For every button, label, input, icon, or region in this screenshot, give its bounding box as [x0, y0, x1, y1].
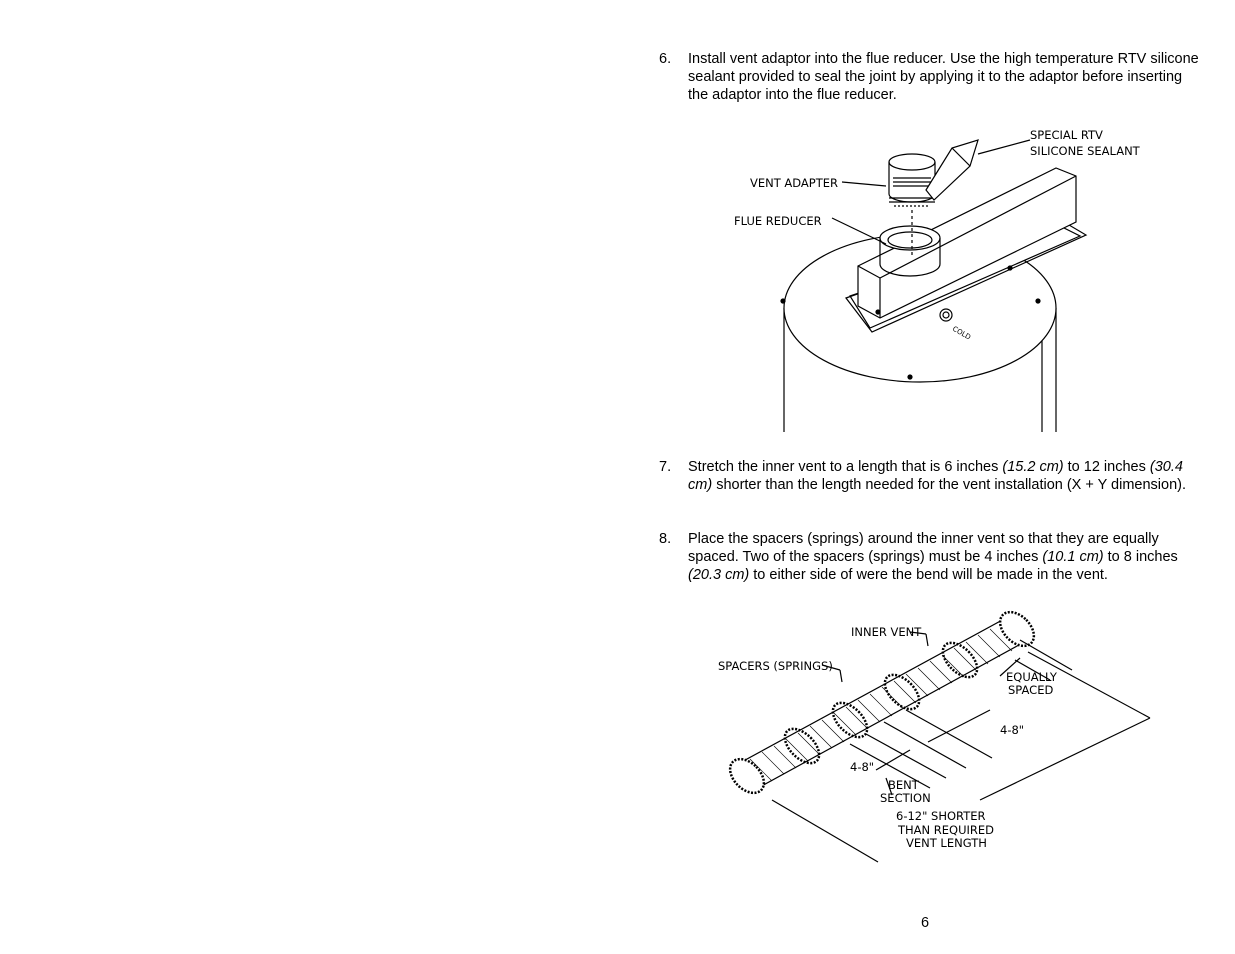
label-vent-adapter: VENT ADAPTER: [750, 176, 838, 190]
label-bent-line1: BENT: [888, 778, 920, 792]
inner-vent-figure: INNER VENT SPACERS (SPRINGS) EQUALLY SPA…: [718, 610, 1151, 863]
page-number: 6: [920, 915, 930, 931]
label-shorter-line1: 6-12" SHORTER: [896, 809, 985, 823]
label-flue-reducer: FLUE REDUCER: [734, 214, 822, 228]
step-6: 6. Install vent adaptor into the flue re…: [659, 50, 1199, 104]
label-equally-line2: SPACED: [1008, 683, 1053, 697]
label-inner-vent: INNER VENT: [851, 625, 922, 639]
step-8: 8. Place the spacers (springs) around th…: [659, 530, 1199, 584]
step-number: 8.: [659, 531, 672, 547]
step-text: Install vent adaptor into the flue reduc…: [688, 51, 1199, 103]
step-number: 6.: [659, 51, 672, 67]
label-sealant-line2: SILICONE SEALANT: [1030, 144, 1141, 158]
label-shorter-line3: VENT LENGTH: [906, 836, 987, 850]
label-shorter-line2: THAN REQUIRED: [897, 823, 994, 837]
label-dim-right: 4-8": [1000, 723, 1024, 737]
label-spacers: SPACERS (SPRINGS): [718, 659, 833, 673]
vent-adapter-figure: SPECIAL RTV SILICONE SEALANT VENT ADAPTE…: [734, 128, 1141, 432]
label-sealant-line1: SPECIAL RTV: [1030, 128, 1103, 142]
label-bent-line2: SECTION: [880, 791, 931, 805]
step-text: Place the spacers (springs) around the i…: [688, 531, 1178, 583]
step-7: 7. Stretch the inner vent to a length th…: [659, 458, 1199, 494]
step-text: Stretch the inner vent to a length that …: [688, 459, 1187, 493]
label-dim-left: 4-8": [850, 760, 874, 774]
step-number: 7.: [659, 459, 672, 475]
label-equally-line1: EQUALLY: [1006, 670, 1058, 684]
